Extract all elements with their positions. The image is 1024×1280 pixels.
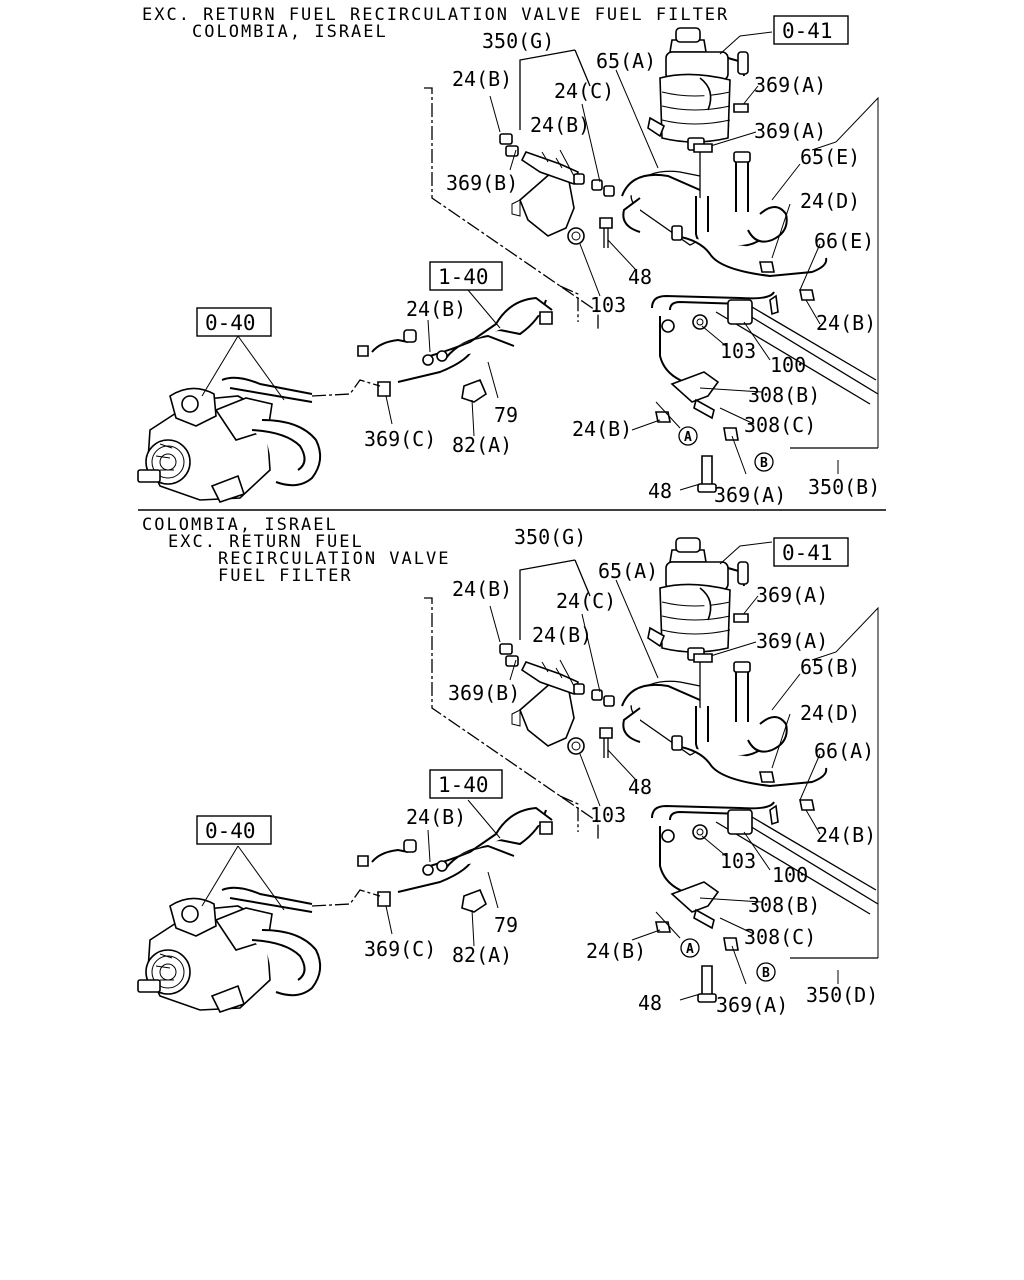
- svg-text:1-40: 1-40: [438, 265, 489, 289]
- callout-350b: 350(B): [808, 475, 880, 499]
- panel-2-header-line-3: RECIRCULATION VALVE: [218, 549, 450, 569]
- callout-369c: 369(C): [364, 427, 436, 451]
- panel-2-ref-0-41[interactable]: 0-41: [773, 537, 849, 567]
- callout-369a: 369(A): [754, 119, 826, 143]
- callout-65e: 65(E): [800, 145, 860, 169]
- panel-2-header-line-2: EXC. RETURN FUEL: [168, 532, 364, 552]
- callout-65b: 65(B): [800, 655, 860, 679]
- callout-65a: 65(A): [598, 559, 658, 583]
- callout-82a: 82(A): [452, 433, 512, 457]
- callout-79: 79: [494, 913, 518, 937]
- callout-24d: 24(D): [800, 189, 860, 213]
- callout-24b: 24(B): [586, 939, 646, 963]
- callout-66e: 66(E): [814, 229, 874, 253]
- panel-2-ref-1-40[interactable]: 1-40: [429, 769, 503, 799]
- callout-48: 48: [648, 479, 672, 503]
- callout-103: 103: [720, 339, 756, 363]
- callout-369a: 369(A): [756, 583, 828, 607]
- callout-350g: 350(G): [482, 29, 554, 53]
- panel-2-header-line-4: FUEL FILTER: [218, 566, 353, 586]
- marker-b: B: [756, 962, 776, 982]
- panel-1-header-line-2: COLOMBIA, ISRAEL: [192, 22, 388, 42]
- callout-369c: 369(C): [364, 937, 436, 961]
- callout-369a: 369(A): [716, 993, 788, 1017]
- panel-2-ref-0-40[interactable]: 0-40: [196, 815, 272, 845]
- callout-48: 48: [628, 265, 652, 289]
- callout-103: 103: [720, 849, 756, 873]
- callout-24b: 24(B): [530, 113, 590, 137]
- callout-24b: 24(B): [406, 297, 466, 321]
- callout-308c: 308(C): [744, 925, 816, 949]
- marker-a: A: [680, 938, 700, 958]
- callout-24c: 24(C): [556, 589, 616, 613]
- callout-24b: 24(B): [452, 67, 512, 91]
- callout-66a: 66(A): [814, 739, 874, 763]
- callout-24d: 24(D): [800, 701, 860, 725]
- svg-text:0-40: 0-40: [205, 819, 256, 843]
- panel-1-ref-0-41[interactable]: 0-41: [773, 15, 849, 45]
- callout-308b: 308(B): [748, 383, 820, 407]
- callout-24b: 24(B): [816, 823, 876, 847]
- svg-text:B: B: [760, 456, 768, 471]
- callout-369a: 369(A): [754, 73, 826, 97]
- svg-text:0-41: 0-41: [782, 541, 833, 565]
- panel-1-ref-0-40[interactable]: 0-40: [196, 307, 272, 337]
- marker-a: A: [678, 426, 698, 446]
- callout-369b: 369(B): [448, 681, 520, 705]
- callout-79: 79: [494, 403, 518, 427]
- callout-48: 48: [638, 991, 662, 1015]
- svg-text:0-41: 0-41: [782, 19, 833, 43]
- callout-369b: 369(B): [446, 171, 518, 195]
- callout-24c: 24(C): [554, 79, 614, 103]
- svg-text:0-40: 0-40: [205, 311, 256, 335]
- callout-48: 48: [628, 775, 652, 799]
- panel-1-header-line-1: EXC. RETURN FUEL RECIRCULATION VALVE FUE…: [142, 5, 729, 25]
- callout-103: 103: [590, 803, 626, 827]
- callout-24b: 24(B): [452, 577, 512, 601]
- callout-369a: 369(A): [714, 483, 786, 507]
- marker-b: B: [754, 452, 774, 472]
- panel-2: COLOMBIA, ISRAEL EXC. RETURN FUEL RECIRC…: [137, 515, 879, 1017]
- callout-350g: 350(G): [514, 525, 586, 549]
- callout-308c: 308(C): [744, 413, 816, 437]
- panel-1: EXC. RETURN FUEL RECIRCULATION VALVE FUE…: [137, 5, 880, 507]
- callout-82a: 82(A): [452, 943, 512, 967]
- callout-65a: 65(A): [596, 49, 656, 73]
- callout-100: 100: [770, 353, 806, 377]
- svg-text:A: A: [684, 430, 692, 445]
- callout-369a: 369(A): [756, 629, 828, 653]
- panel-2-header-line-1: COLOMBIA, ISRAEL: [142, 515, 338, 535]
- callout-24b: 24(B): [816, 311, 876, 335]
- callout-24b: 24(B): [572, 417, 632, 441]
- callout-350d: 350(D): [806, 983, 878, 1007]
- callout-24b: 24(B): [406, 805, 466, 829]
- callout-100: 100: [772, 863, 808, 887]
- svg-text:B: B: [762, 966, 770, 981]
- callout-24b: 24(B): [532, 623, 592, 647]
- svg-text:A: A: [686, 942, 694, 957]
- callout-103: 103: [590, 293, 626, 317]
- callout-308b: 308(B): [748, 893, 820, 917]
- svg-text:1-40: 1-40: [438, 773, 489, 797]
- panel-1-ref-1-40[interactable]: 1-40: [429, 261, 503, 291]
